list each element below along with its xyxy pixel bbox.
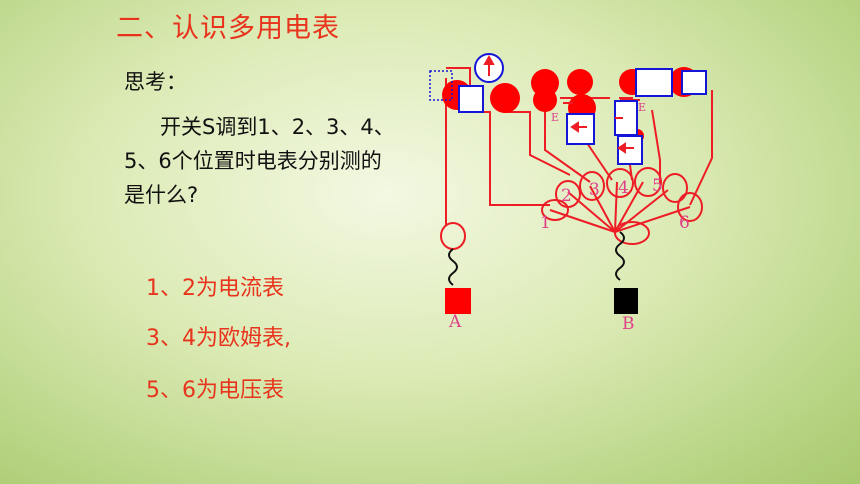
think-label: 思考：	[124, 70, 187, 94]
switch-contact-loops	[440, 167, 703, 250]
battery-label-2: E	[638, 101, 646, 114]
arrows	[483, 54, 634, 154]
terminal-a	[445, 288, 471, 314]
test-leads	[448, 231, 625, 286]
question-text: 开关S调到1、2、3、4、5、6个位置时电表分别测的是什么?	[124, 110, 399, 212]
switch-position-5: 5	[652, 176, 663, 196]
terminal-b-label: B	[622, 314, 635, 334]
answer-current: 1、2为电流表	[146, 276, 284, 301]
battery-symbols	[563, 97, 633, 104]
battery-label-1: E	[551, 111, 559, 124]
slide-title: 二、认识多用电表	[116, 13, 340, 44]
switch-position-2: 2	[561, 186, 572, 206]
switch-position-1: 1	[540, 213, 551, 233]
answer-ohm: 3、4为欧姆表,	[146, 326, 291, 351]
terminal-a-label: A	[448, 312, 462, 332]
circuit-wires	[445, 67, 713, 233]
switch-position-6: 6	[679, 213, 690, 233]
question-body: 开关S调到1、2、3、4、5、6个位置时电表分别测的是什么?	[124, 115, 395, 207]
dashed-box	[429, 70, 453, 101]
answer-voltage: 5、6为电压表	[146, 378, 284, 403]
terminal-b	[614, 288, 638, 314]
switch-position-4: 4	[618, 178, 629, 198]
blue-components	[458, 53, 707, 165]
switch-position-3: 3	[589, 180, 600, 200]
